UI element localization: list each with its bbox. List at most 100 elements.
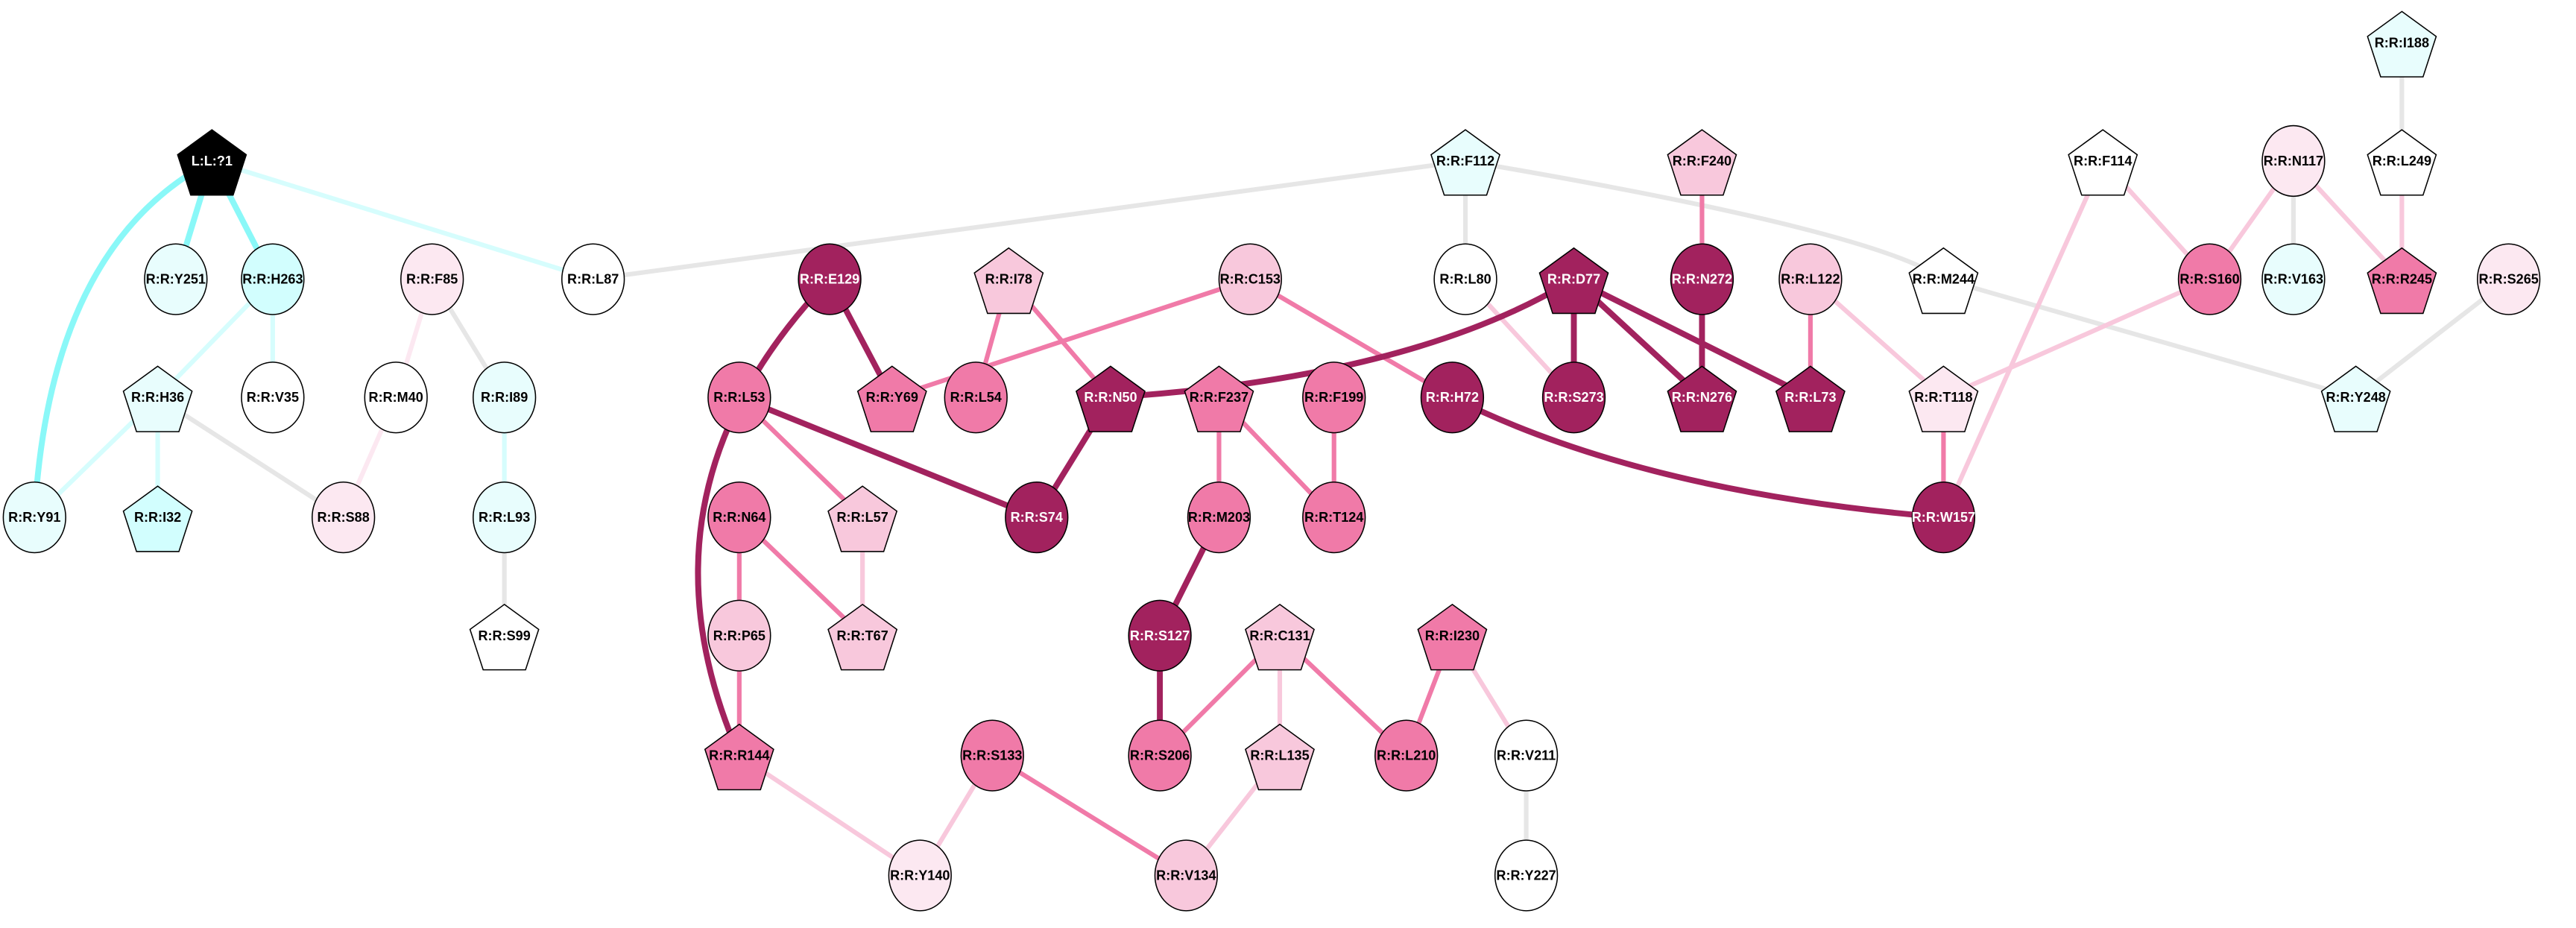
node-i32[interactable]: R:R:I32 — [122, 485, 193, 552]
node-p65[interactable]: R:R:P65 — [707, 599, 771, 672]
circle-node-shape — [241, 243, 305, 315]
node-label: R:R:L80 — [1439, 272, 1491, 287]
node-l87[interactable]: R:R:L87 — [561, 243, 625, 315]
node-h36[interactable]: R:R:H36 — [122, 365, 193, 432]
node-v35[interactable]: R:R:V35 — [241, 362, 305, 434]
circle-node-shape — [1541, 362, 1606, 434]
node-s127[interactable]: R:R:S127 — [1128, 599, 1192, 672]
circle-node-shape — [473, 362, 537, 434]
node-t124[interactable]: R:R:T124 — [1302, 481, 1366, 554]
node-label: R:R:F237 — [1190, 390, 1248, 405]
node-f85[interactable]: R:R:F85 — [400, 243, 464, 315]
node-h72[interactable]: R:R:H72 — [1420, 362, 1485, 434]
node-t67[interactable]: R:R:T67 — [827, 603, 898, 671]
edge-c153-h72 — [1248, 277, 1455, 400]
node-l57[interactable]: R:R:L57 — [827, 485, 898, 552]
pentagon-node-shape — [856, 365, 927, 432]
node-label: R:R:S265 — [2478, 272, 2538, 287]
pentagon-node-shape — [1908, 365, 1979, 432]
node-l73[interactable]: R:R:L73 — [1775, 365, 1846, 432]
node-y248[interactable]: R:R:Y248 — [2320, 365, 2391, 432]
node-t118[interactable]: R:R:T118 — [1908, 365, 1979, 432]
edge-l1-l87 — [209, 158, 596, 282]
pentagon-node-shape — [2367, 247, 2437, 315]
node-m244[interactable]: R:R:M244 — [1908, 247, 1979, 315]
node-l54[interactable]: R:R:L54 — [944, 362, 1008, 434]
node-n272[interactable]: R:R:N272 — [1670, 243, 1734, 315]
node-n117[interactable]: R:R:N117 — [2261, 124, 2326, 198]
node-i78[interactable]: R:R:I78 — [973, 247, 1044, 315]
node-y227[interactable]: R:R:Y227 — [1494, 839, 1559, 912]
node-s88[interactable]: R:R:S88 — [312, 481, 376, 554]
node-n276[interactable]: R:R:N276 — [1667, 365, 1737, 432]
node-l249[interactable]: R:R:L249 — [2367, 129, 2437, 196]
node-label: R:R:Y140 — [890, 868, 950, 883]
node-l122[interactable]: R:R:L122 — [1778, 243, 1843, 315]
pentagon-node-shape — [1430, 129, 1501, 196]
node-label: R:R:T118 — [1914, 390, 1972, 405]
node-s133[interactable]: R:R:S133 — [960, 719, 1024, 792]
node-f237[interactable]: R:R:F237 — [1184, 365, 1254, 432]
node-y251[interactable]: R:R:Y251 — [144, 243, 208, 315]
node-s160[interactable]: R:R:S160 — [2177, 243, 2242, 315]
node-f240[interactable]: R:R:F240 — [1667, 129, 1737, 196]
node-v134[interactable]: R:R:V134 — [1154, 839, 1218, 912]
node-label: R:R:T67 — [837, 628, 888, 643]
node-c131[interactable]: R:R:C131 — [1245, 603, 1315, 671]
node-w157[interactable]: R:R:W157 — [1912, 481, 1975, 554]
circle-node-shape — [707, 599, 771, 672]
node-s273[interactable]: R:R:S273 — [1541, 362, 1606, 434]
circle-node-shape — [473, 481, 537, 554]
node-n64[interactable]: R:R:N64 — [707, 481, 771, 554]
pentagon-node-shape — [1245, 603, 1315, 671]
node-label: R:R:H36 — [131, 390, 184, 405]
pentagon-node-shape — [1775, 365, 1846, 432]
pentagon-node-shape — [122, 485, 193, 552]
node-s99[interactable]: R:R:S99 — [469, 603, 540, 671]
node-l135[interactable]: R:R:L135 — [1245, 723, 1315, 791]
edge-l53-s74 — [736, 394, 1040, 521]
node-l1[interactable]: L:L:?1 — [177, 129, 247, 196]
node-d77[interactable]: R:R:D77 — [1538, 247, 1609, 315]
node-y69[interactable]: R:R:Y69 — [856, 365, 927, 432]
node-label: R:R:V163 — [2264, 272, 2323, 287]
node-r245[interactable]: R:R:R245 — [2367, 247, 2437, 315]
node-y91[interactable]: R:R:Y91 — [2, 481, 66, 554]
node-v163[interactable]: R:R:V163 — [2261, 243, 2326, 315]
circle-node-shape — [1420, 362, 1485, 434]
node-label: R:R:T124 — [1304, 510, 1363, 525]
node-v211[interactable]: R:R:V211 — [1494, 719, 1559, 792]
node-f114[interactable]: R:R:F114 — [2068, 129, 2138, 196]
node-f112[interactable]: R:R:F112 — [1430, 129, 1501, 196]
node-label: R:R:F85 — [406, 272, 458, 287]
node-s265[interactable]: R:R:S265 — [2476, 243, 2541, 315]
node-i230[interactable]: R:R:I230 — [1417, 603, 1488, 671]
node-label: R:R:I188 — [2375, 35, 2429, 50]
edge-c153-y69 — [889, 277, 1253, 400]
node-label: R:R:L53 — [713, 390, 765, 405]
node-label: R:R:Y91 — [8, 510, 60, 525]
node-label: R:R:S99 — [479, 628, 531, 643]
node-y140[interactable]: R:R:Y140 — [888, 839, 952, 912]
circle-node-shape — [960, 719, 1024, 792]
node-l93[interactable]: R:R:L93 — [473, 481, 537, 554]
node-l210[interactable]: R:R:L210 — [1374, 719, 1439, 792]
node-m203[interactable]: R:R:M203 — [1187, 481, 1251, 554]
pentagon-node-shape — [2068, 129, 2138, 196]
node-e129[interactable]: R:R:E129 — [798, 243, 862, 315]
node-r144[interactable]: R:R:R144 — [704, 723, 774, 791]
node-i89[interactable]: R:R:I89 — [473, 362, 537, 434]
node-m40[interactable]: R:R:M40 — [364, 362, 428, 434]
node-f199[interactable]: R:R:F199 — [1302, 362, 1366, 434]
node-l80[interactable]: R:R:L80 — [1433, 243, 1497, 315]
node-i188[interactable]: R:R:I188 — [2367, 10, 2437, 78]
node-s74[interactable]: R:R:S74 — [1005, 481, 1069, 554]
node-c153[interactable]: R:R:C153 — [1218, 243, 1282, 315]
node-h263[interactable]: R:R:H263 — [241, 243, 305, 315]
node-s206[interactable]: R:R:S206 — [1128, 719, 1192, 792]
node-l53[interactable]: R:R:L53 — [707, 362, 771, 434]
pentagon-node-shape — [1667, 129, 1737, 196]
node-n50[interactable]: R:R:N50 — [1075, 365, 1146, 432]
node-label: R:R:P65 — [713, 628, 765, 643]
